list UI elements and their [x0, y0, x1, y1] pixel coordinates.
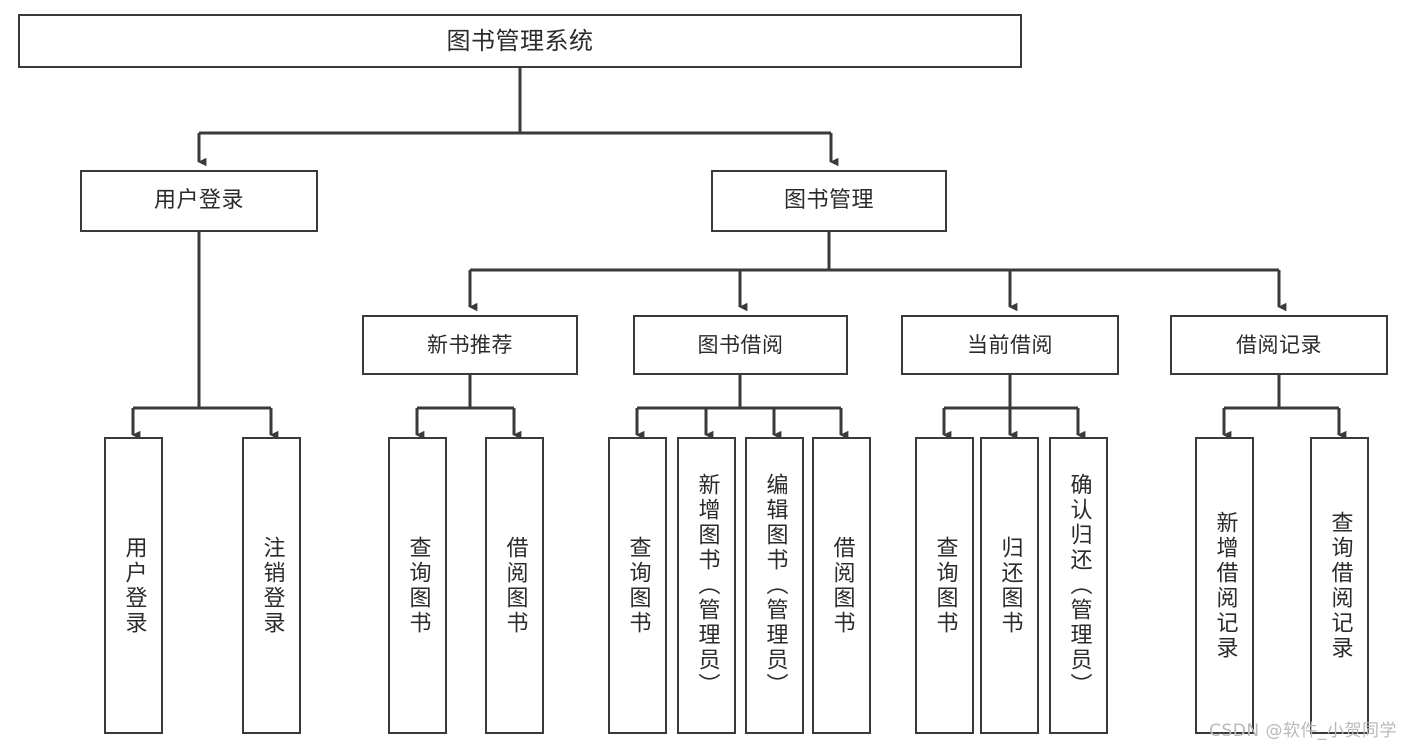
leaf-current-return-book[interactable]: 归还图书	[980, 437, 1039, 734]
node-label: 新书推荐	[427, 332, 513, 357]
node-label: 查询图书	[405, 535, 431, 636]
node-label: 确认归还（管理员）	[1066, 473, 1092, 698]
node-root-system[interactable]: 图书管理系统	[18, 14, 1022, 68]
node-label: 图书管理	[783, 188, 874, 214]
node-label: 借阅图书	[502, 535, 528, 636]
node-current-borrow[interactable]: 当前借阅	[901, 315, 1119, 375]
node-book-borrow[interactable]: 图书借阅	[633, 315, 848, 375]
leaf-record-add-record[interactable]: 新增借阅记录	[1195, 437, 1254, 734]
node-label: 用户登录	[121, 535, 147, 636]
node-borrow-record[interactable]: 借阅记录	[1170, 315, 1388, 375]
leaf-current-confirm-return[interactable]: 确认归还（管理员）	[1049, 437, 1108, 734]
node-label: 新增图书（管理员）	[694, 473, 720, 698]
node-book-management[interactable]: 图书管理	[711, 170, 947, 232]
leaf-recommend-query-book[interactable]: 查询图书	[388, 437, 447, 734]
node-label: 查询借阅记录	[1327, 510, 1353, 661]
node-label: 用户登录	[153, 188, 244, 214]
watermark-text: CSDN @软件_小贺同学	[1209, 721, 1397, 741]
leaf-borrow-query-book[interactable]: 查询图书	[608, 437, 667, 734]
node-label: 借阅图书	[829, 535, 855, 636]
leaf-current-query-book[interactable]: 查询图书	[915, 437, 974, 734]
leaf-borrow-add-book[interactable]: 新增图书（管理员）	[677, 437, 736, 734]
node-user-login[interactable]: 用户登录	[80, 170, 318, 232]
leaf-borrow-borrow-book[interactable]: 借阅图书	[812, 437, 871, 734]
node-label: 编辑图书（管理员）	[762, 473, 788, 698]
node-label: 图书管理系统	[446, 26, 594, 55]
node-label: 归还图书	[997, 535, 1023, 636]
leaf-user-login-logout[interactable]: 注销登录	[242, 437, 301, 734]
node-label: 新增借阅记录	[1212, 510, 1238, 661]
node-label: 查询图书	[625, 535, 651, 636]
node-label: 注销登录	[259, 535, 285, 636]
node-label: 借阅记录	[1236, 332, 1322, 357]
node-label: 图书借阅	[697, 332, 784, 357]
leaf-borrow-edit-book[interactable]: 编辑图书（管理员）	[745, 437, 804, 734]
node-new-book-recommend[interactable]: 新书推荐	[362, 315, 578, 375]
leaf-record-query-record[interactable]: 查询借阅记录	[1310, 437, 1369, 734]
node-label: 查询图书	[932, 535, 958, 636]
node-label: 当前借阅	[967, 332, 1053, 357]
leaf-recommend-borrow-book[interactable]: 借阅图书	[485, 437, 544, 734]
leaf-user-login-login[interactable]: 用户登录	[104, 437, 163, 734]
